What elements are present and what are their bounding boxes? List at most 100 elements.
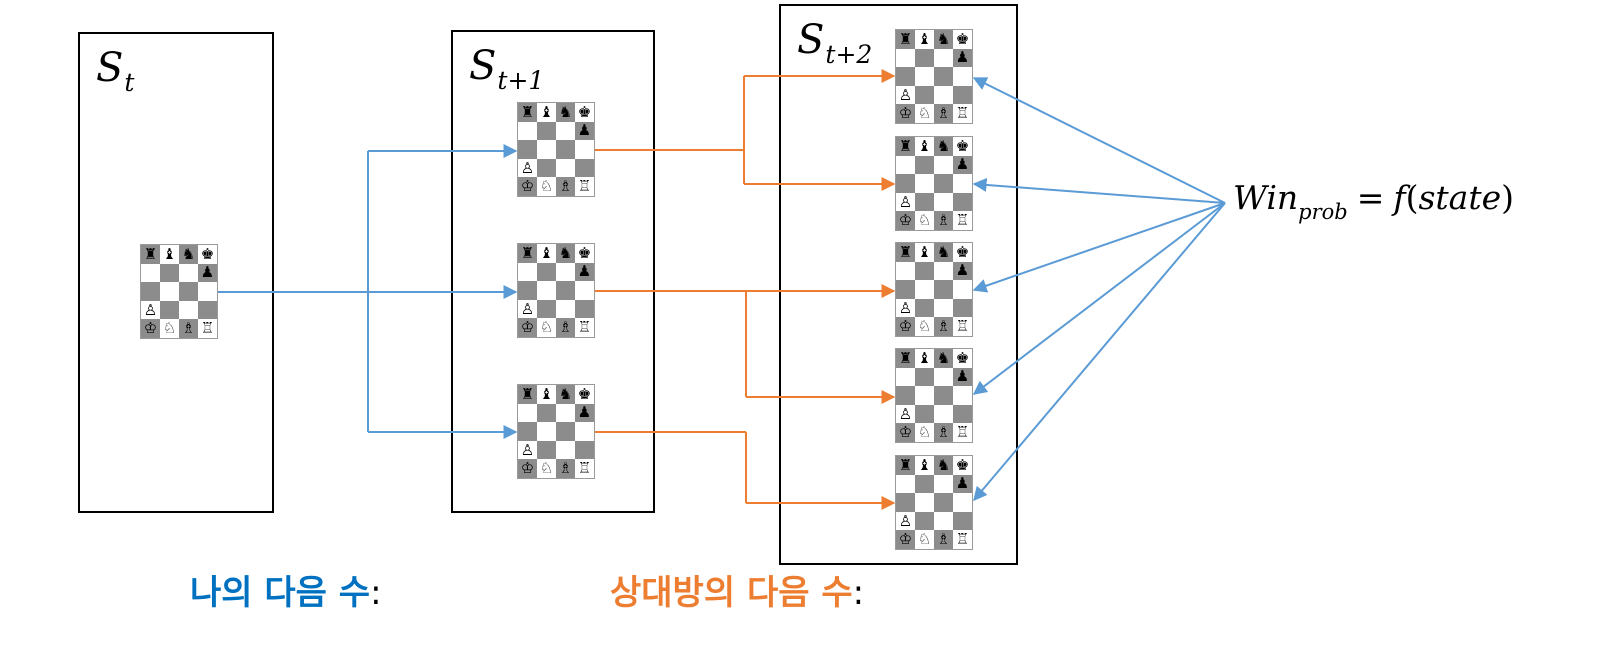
board-square	[556, 121, 575, 141]
board-square: ♔	[896, 317, 915, 336]
board-square	[160, 282, 179, 301]
board-square	[556, 403, 575, 423]
chess-board-st1-1: ♜♝♞♚♟♙♔♘♗♖	[517, 102, 595, 197]
board-square: ♟	[953, 367, 972, 387]
board-square: ♟	[575, 403, 594, 423]
board-square	[518, 403, 537, 423]
board-square	[934, 298, 953, 318]
chess-board-st2-3: ♜♝♞♚♟♙♔♘♗♖	[895, 242, 973, 337]
board-square: ♔	[518, 459, 537, 478]
board-square: ♙	[896, 511, 915, 531]
evaluation-arrow	[972, 177, 1226, 204]
board-square: ♘	[915, 104, 934, 123]
chess-board-st1-3: ♜♝♞♚♟♙♔♘♗♖	[517, 384, 595, 479]
board-square: ♞	[934, 30, 953, 49]
board-square	[575, 158, 594, 178]
board-square	[556, 158, 575, 178]
board-square	[934, 192, 953, 212]
chess-board-st: ♜♝♞♚♟♙♔♘♗♖	[140, 244, 218, 339]
board-square: ♗	[556, 318, 575, 337]
board-square: ♖	[953, 104, 972, 123]
board-square: ♙	[896, 192, 915, 212]
board-square: ♖	[953, 317, 972, 336]
state-label-st1: St+1	[469, 43, 545, 95]
evaluation-arrow	[972, 77, 1226, 204]
board-square: ♜	[518, 103, 537, 122]
board-square: ♞	[934, 137, 953, 156]
board-square	[896, 155, 915, 175]
chess-board-st2-2: ♜♝♞♚♟♙♔♘♗♖	[895, 136, 973, 231]
board-square	[896, 67, 915, 86]
board-square: ♖	[575, 459, 594, 478]
board-square	[915, 85, 934, 105]
board-square	[934, 280, 953, 299]
board-square: ♝	[915, 30, 934, 49]
board-square	[953, 192, 972, 212]
board-square: ♜	[518, 244, 537, 263]
board-square	[934, 261, 953, 281]
board-square	[915, 386, 934, 405]
board-square: ♝	[915, 243, 934, 262]
board-square	[915, 174, 934, 193]
board-square	[934, 367, 953, 387]
board-square: ♝	[160, 245, 179, 264]
board-square: ♙	[518, 158, 537, 178]
board-square	[953, 386, 972, 405]
board-square: ♚	[575, 244, 594, 263]
chess-board-st1-2: ♜♝♞♚♟♙♔♘♗♖	[517, 243, 595, 338]
board-square: ♜	[896, 349, 915, 368]
board-square: ♗	[934, 423, 953, 442]
board-square	[141, 282, 160, 301]
board-square	[934, 474, 953, 494]
board-square: ♗	[934, 530, 953, 549]
board-square: ♔	[518, 177, 537, 196]
board-square: ♜	[896, 456, 915, 475]
board-square	[915, 404, 934, 424]
board-square	[896, 367, 915, 387]
board-square: ♖	[953, 530, 972, 549]
board-square	[915, 493, 934, 512]
board-square	[934, 67, 953, 86]
board-square	[915, 474, 934, 494]
evaluation-arrow	[972, 202, 1226, 395]
board-square	[896, 386, 915, 405]
board-square: ♘	[537, 177, 556, 196]
board-square	[537, 422, 556, 441]
board-square: ♖	[575, 318, 594, 337]
board-square: ♚	[953, 30, 972, 49]
board-square: ♗	[934, 317, 953, 336]
board-square	[953, 67, 972, 86]
board-square	[575, 440, 594, 460]
board-square: ♚	[575, 103, 594, 122]
board-square: ♔	[518, 318, 537, 337]
board-square: ♗	[179, 319, 198, 338]
legend-my-move: 나의 다음 수:	[190, 573, 382, 613]
board-square	[915, 511, 934, 531]
board-square	[537, 403, 556, 423]
board-square	[537, 299, 556, 319]
board-square	[518, 121, 537, 141]
board-square: ♞	[556, 103, 575, 122]
board-square: ♘	[915, 317, 934, 336]
board-square	[518, 262, 537, 282]
board-square	[934, 404, 953, 424]
board-square	[953, 404, 972, 424]
board-square: ♘	[915, 423, 934, 442]
board-square: ♚	[953, 243, 972, 262]
board-square: ♔	[896, 104, 915, 123]
board-square	[556, 140, 575, 159]
board-square	[934, 174, 953, 193]
board-square: ♜	[518, 385, 537, 404]
board-square: ♔	[896, 423, 915, 442]
chess-board-st2-1: ♜♝♞♚♟♙♔♘♗♖	[895, 29, 973, 124]
legend-opponent-move: 상대방의 다음 수:	[610, 573, 865, 613]
board-square: ♝	[915, 137, 934, 156]
board-square	[915, 192, 934, 212]
board-square	[141, 263, 160, 283]
board-square	[518, 281, 537, 300]
board-square: ♞	[179, 245, 198, 264]
board-square	[556, 299, 575, 319]
board-square: ♟	[953, 474, 972, 494]
board-square: ♖	[953, 211, 972, 230]
